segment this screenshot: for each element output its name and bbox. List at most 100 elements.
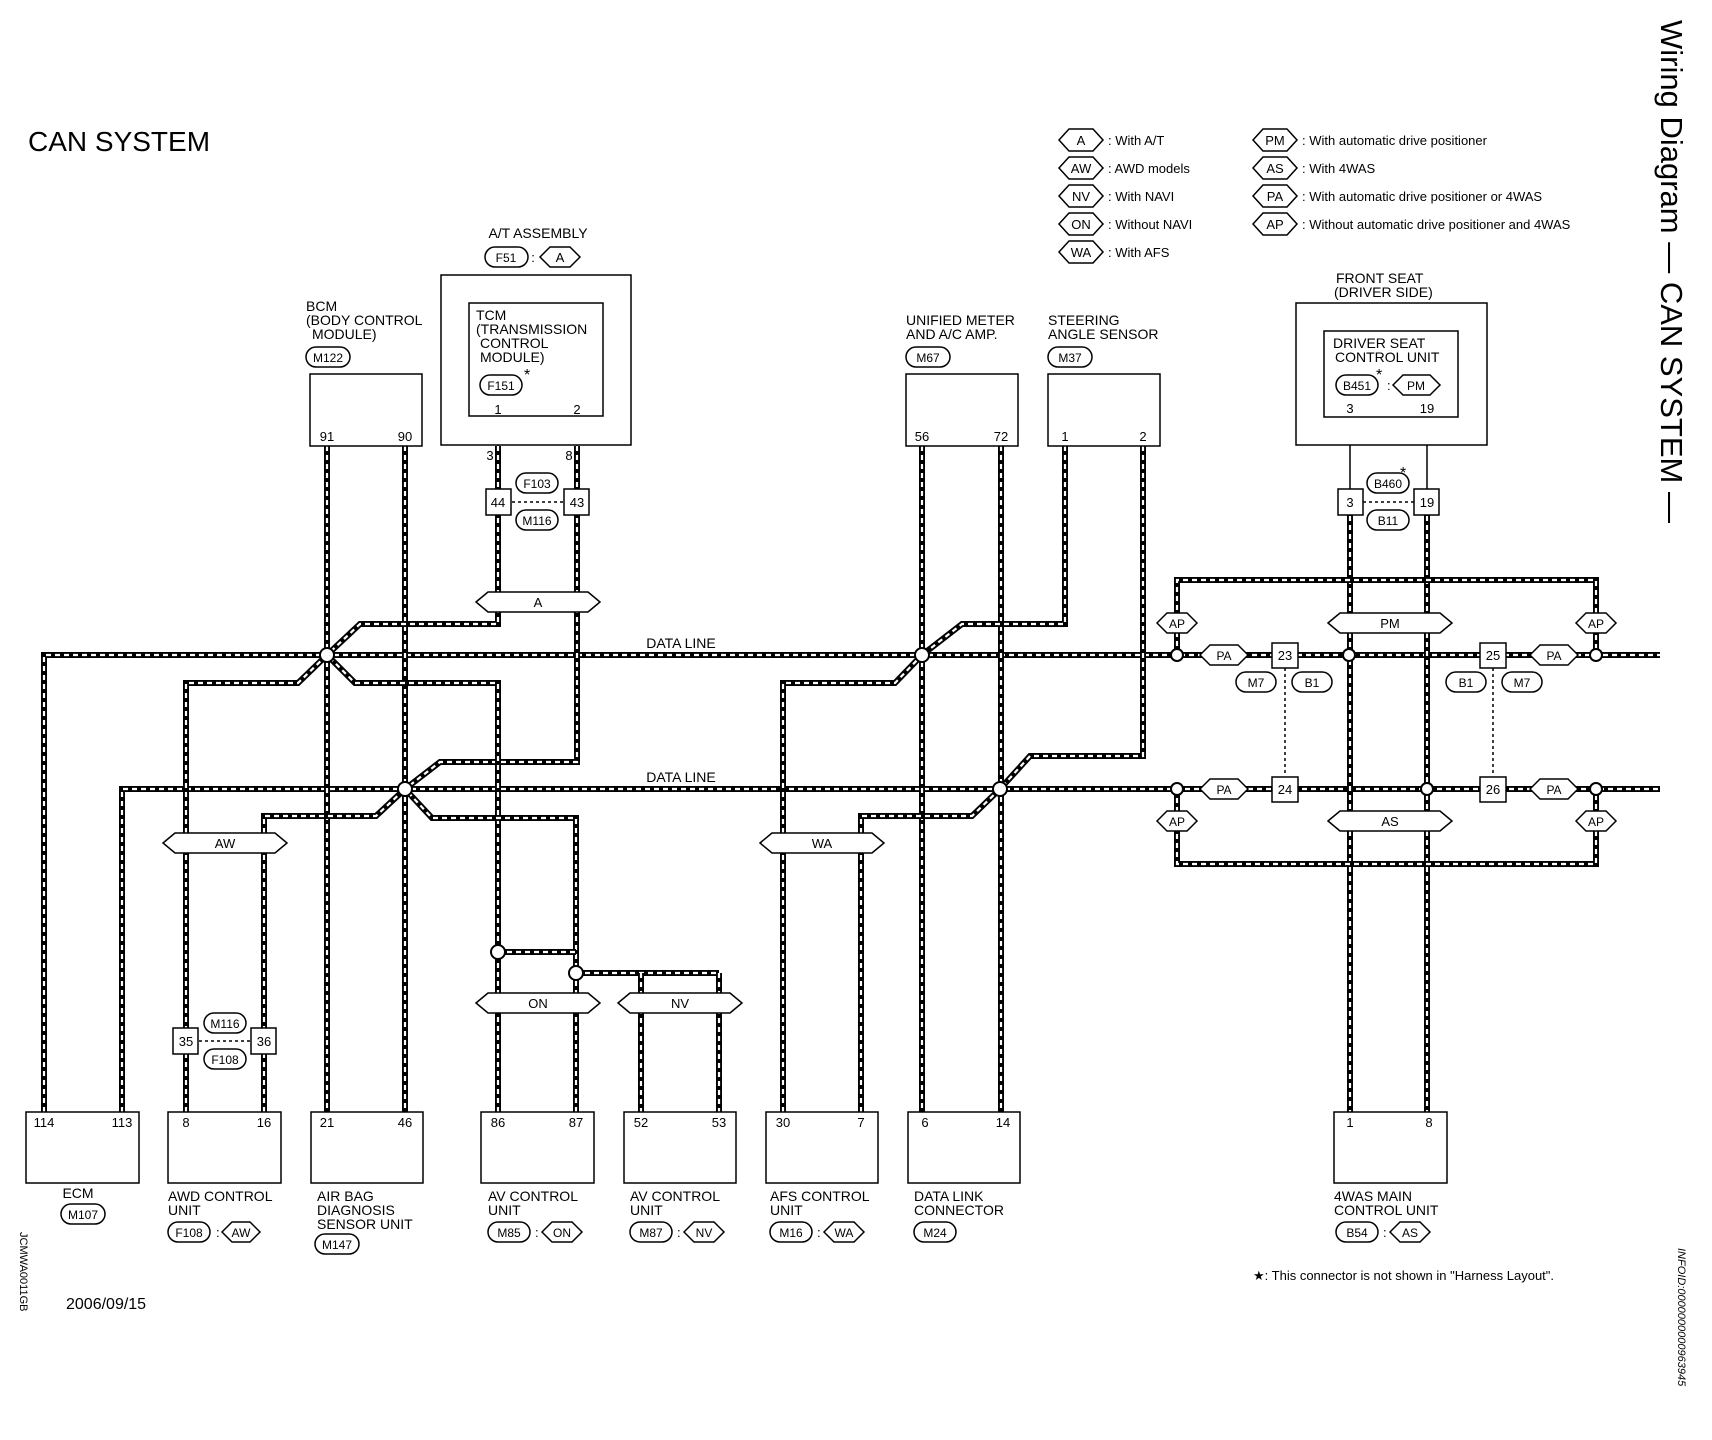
svg-text:AW: AW xyxy=(232,1226,252,1240)
svg-text:AV CONTROL: AV CONTROL xyxy=(488,1188,578,1204)
svg-text:30: 30 xyxy=(776,1115,790,1130)
joint-connector-left: 23 24 M7 B1 xyxy=(1235,642,1333,803)
svg-text:A: A xyxy=(534,595,543,610)
wire-segment-stripe xyxy=(42,653,1660,1112)
svg-text:WA: WA xyxy=(835,1226,854,1240)
svg-text:87: 87 xyxy=(569,1115,583,1130)
svg-text:3: 3 xyxy=(486,448,493,463)
svg-text:*: * xyxy=(524,367,530,384)
seat-harness-connector: 3 19 B460 * B11 xyxy=(1337,465,1440,531)
svg-text:CONTROL: CONTROL xyxy=(480,335,549,351)
svg-text:M107: M107 xyxy=(68,1208,98,1222)
wire-segment xyxy=(780,652,925,1112)
tcm-harness-connector: 44 43 F103 M116 xyxy=(485,472,590,531)
tag-pa-3: PA xyxy=(1198,778,1250,800)
date: 2006/09/15 xyxy=(66,1296,146,1313)
svg-text:UNIT: UNIT xyxy=(770,1202,803,1218)
svg-text:8: 8 xyxy=(182,1115,189,1130)
svg-text:F151: F151 xyxy=(487,379,515,393)
svg-text:90: 90 xyxy=(398,429,412,444)
svg-text::: : xyxy=(531,250,535,265)
wire-segment xyxy=(997,446,1146,792)
svg-text:AND A/C AMP.: AND A/C AMP. xyxy=(906,326,998,342)
svg-text:PA: PA xyxy=(1267,189,1284,204)
svg-text:2: 2 xyxy=(1139,429,1146,444)
banner-a: A xyxy=(474,591,602,613)
tag-ap-2: AP xyxy=(1574,612,1618,634)
svg-text:MODULE): MODULE) xyxy=(480,349,545,365)
svg-text:ANGLE SENSOR: ANGLE SENSOR xyxy=(1048,326,1158,342)
svg-text:*: * xyxy=(1376,367,1382,384)
svg-text:3: 3 xyxy=(1346,495,1353,510)
wire-segment-stripe xyxy=(262,788,406,1112)
svg-text:: With NAVI: : With NAVI xyxy=(1108,189,1174,204)
svg-text:B54: B54 xyxy=(1346,1226,1368,1240)
svg-text:DRIVER SEAT: DRIVER SEAT xyxy=(1333,335,1426,351)
banner-as: AS xyxy=(1326,810,1454,832)
svg-text:ON: ON xyxy=(528,996,548,1011)
banner-pm: PM xyxy=(1326,612,1454,634)
wire-segment-stripe xyxy=(859,788,1001,1112)
legend-item-on: ON: Without NAVI xyxy=(1057,212,1192,236)
legend-item-pm: PM: With automatic drive positioner xyxy=(1251,128,1488,152)
wire-segment-stripe xyxy=(999,446,1145,790)
legend-item-as: AS: With 4WAS xyxy=(1251,156,1376,180)
svg-text:UNIT: UNIT xyxy=(488,1202,521,1218)
svg-text:SENSOR UNIT: SENSOR UNIT xyxy=(317,1216,413,1232)
svg-text:M147: M147 xyxy=(322,1238,352,1252)
svg-text:M85: M85 xyxy=(497,1226,521,1240)
svg-text:NV: NV xyxy=(696,1226,713,1240)
joint-connector-right: 25 26 B1 M7 xyxy=(1445,642,1543,803)
svg-text:16: 16 xyxy=(257,1115,271,1130)
svg-text:M7: M7 xyxy=(1514,676,1531,690)
svg-text:: Without NAVI: : Without NAVI xyxy=(1108,217,1192,232)
svg-text:UNIT: UNIT xyxy=(168,1202,201,1218)
svg-text:A: A xyxy=(556,250,565,265)
can-wires xyxy=(41,446,1660,1112)
svg-text:AV CONTROL: AV CONTROL xyxy=(630,1188,720,1204)
svg-text:PA: PA xyxy=(1216,783,1231,797)
svg-text:: With automatic drive positio: : With automatic drive positioner or 4WA… xyxy=(1302,189,1542,204)
av-control-unit-nv: 52 53 AV CONTROL UNIT M87 : NV xyxy=(623,1111,737,1243)
svg-text:PA: PA xyxy=(1216,649,1231,663)
wire-segment xyxy=(324,652,501,1112)
tag-pa-2: PA xyxy=(1528,644,1580,666)
svg-text:25: 25 xyxy=(1486,648,1500,663)
svg-text:TCM: TCM xyxy=(476,307,506,323)
data-line-label-upper: DATA LINE xyxy=(646,635,716,651)
svg-text:91: 91 xyxy=(320,429,334,444)
svg-text:UNIFIED METER: UNIFIED METER xyxy=(906,312,1015,328)
junction-dots xyxy=(319,647,1603,981)
side-title: Wiring Diagram — CAN SYSTEM — xyxy=(1654,20,1689,523)
tag-ap-1: AP xyxy=(1155,612,1199,634)
wire-segment-stripe xyxy=(326,446,500,656)
wire-segment xyxy=(261,786,408,1112)
wire-segment-stripe xyxy=(921,446,1067,656)
banner-nv: NV xyxy=(616,992,744,1014)
legend-item-a: A: With A/T xyxy=(1057,128,1164,152)
svg-text:7: 7 xyxy=(857,1115,864,1130)
svg-text::: : xyxy=(1387,378,1391,393)
option-banners: A AW WA ON NV PM AS xyxy=(161,591,1454,1014)
svg-text:AW: AW xyxy=(1071,161,1092,176)
svg-text:53: 53 xyxy=(712,1115,726,1130)
bcm: BCM (BODY CONTROL MODULE) M122 91 90 xyxy=(305,298,423,447)
svg-text:AW: AW xyxy=(215,836,236,851)
svg-text:B451: B451 xyxy=(1343,379,1371,393)
svg-text:WA: WA xyxy=(812,836,833,851)
svg-text:F103: F103 xyxy=(523,477,551,491)
svg-text:AS: AS xyxy=(1266,161,1284,176)
svg-text:M116: M116 xyxy=(522,514,551,528)
tag-pa-4: PA xyxy=(1528,778,1580,800)
svg-text:*: * xyxy=(1400,465,1406,482)
4was-main-control-unit: 1 8 4WAS MAIN CONTROL UNIT B54 : AS xyxy=(1333,1111,1448,1243)
awd-harness-connector: 35 36 M116 F108 xyxy=(172,1012,277,1070)
svg-text:19: 19 xyxy=(1420,401,1434,416)
banner-wa: WA xyxy=(758,832,886,854)
air-bag-diagnosis-sensor-unit: 21 46 AIR BAG DIAGNOSIS SENSOR UNIT M147 xyxy=(310,1111,424,1255)
svg-text:PA: PA xyxy=(1546,649,1561,663)
svg-text:36: 36 xyxy=(257,1034,271,1049)
svg-text:CONNECTOR: CONNECTOR xyxy=(914,1202,1004,1218)
svg-text:F108: F108 xyxy=(175,1226,203,1240)
svg-text:B460: B460 xyxy=(1374,477,1402,491)
